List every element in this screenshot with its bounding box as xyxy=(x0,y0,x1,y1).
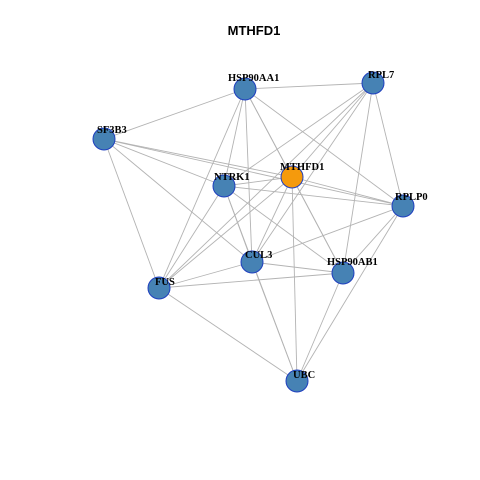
node-mthfd1[interactable] xyxy=(280,165,304,189)
node-hsp90ab1[interactable] xyxy=(331,261,355,285)
edge-rpl7-fus xyxy=(158,82,374,289)
node-rplp0[interactable] xyxy=(391,194,415,218)
edge-sf3b3-cul3 xyxy=(103,138,253,263)
nodes-layer xyxy=(92,71,415,393)
edge-ntrk1-hsp90ab1 xyxy=(223,185,344,274)
edge-mthfd1-cul3 xyxy=(251,176,293,263)
edge-sf3b3-fus xyxy=(103,138,160,289)
node-label-cul3: CUL3 xyxy=(245,250,272,261)
node-ntrk1[interactable] xyxy=(212,174,236,198)
edge-fus-ubc xyxy=(158,287,298,382)
node-rpl7[interactable] xyxy=(361,71,385,95)
edge-cul3-hsp90ab1 xyxy=(251,261,344,274)
edge-mthfd1-hsp90ab1 xyxy=(291,176,344,274)
edge-rplp0-cul3 xyxy=(251,205,404,263)
node-label-fus: FUS xyxy=(155,277,175,288)
edge-mthfd1-rplp0 xyxy=(291,176,404,207)
edge-hsp90aa1-fus xyxy=(158,88,246,289)
labels-layer: MTHFD1 HSP90AA1 RPL7SF3B3NTRK1RPLP0CUL3HSP… xyxy=(97,70,428,381)
edges-layer xyxy=(103,82,404,382)
edge-rplp0-ubc xyxy=(296,205,404,382)
edge-hsp90aa1-cul3 xyxy=(244,88,253,263)
edge-rplp0-hsp90ab1 xyxy=(342,205,404,274)
edge-mthfd1-ubc xyxy=(291,176,298,382)
node-label-mthfd1: MTHFD1 xyxy=(280,162,324,173)
node-label-hsp90ab1: HSP90AB1 xyxy=(327,257,378,268)
edge-hsp90aa1-rpl7 xyxy=(244,82,374,90)
edge-rpl7-hsp90ab1 xyxy=(342,82,374,274)
edge-cul3-ubc xyxy=(251,261,298,382)
edge-rpl7-mthfd1 xyxy=(291,82,374,178)
diagram-title: MTHFD1 xyxy=(228,23,281,38)
edge-sf3b3-mthfd1 xyxy=(103,138,293,178)
edge-rpl7-rplp0 xyxy=(372,82,404,207)
node-label-ubc: UBC xyxy=(293,370,315,381)
edge-hsp90aa1-ntrk1 xyxy=(223,88,246,187)
edge-rpl7-ntrk1 xyxy=(223,82,374,187)
edge-ntrk1-rplp0 xyxy=(223,185,404,207)
node-hsp90aa1[interactable] xyxy=(233,77,257,101)
node-label-hsp90aa1: HSP90AA1 xyxy=(228,73,279,84)
edge-hsp90aa1-sf3b3 xyxy=(103,88,246,140)
edge-ntrk1-fus xyxy=(158,185,225,289)
edge-hsp90aa1-rplp0 xyxy=(244,88,404,207)
node-cul3[interactable] xyxy=(240,250,264,274)
edge-hsp90ab1-ubc xyxy=(296,272,344,382)
edge-rpl7-cul3 xyxy=(251,82,374,263)
edge-sf3b3-rplp0 xyxy=(103,138,404,207)
node-sf3b3[interactable] xyxy=(92,127,116,151)
edge-hsp90ab1-fus xyxy=(158,272,344,289)
node-label-rpl7: RPL7 xyxy=(368,70,394,81)
node-ubc[interactable] xyxy=(285,369,309,393)
edge-mthfd1-fus xyxy=(158,176,293,289)
node-label-rplp0: RPLP0 xyxy=(395,192,428,203)
node-fus[interactable] xyxy=(147,276,171,300)
edge-sf3b3-ntrk1 xyxy=(103,138,225,187)
node-label-ntrk1: NTRK1 xyxy=(214,172,250,183)
node-label-sf3b3: SF3B3 xyxy=(97,125,127,136)
edge-cul3-fus xyxy=(158,261,253,289)
